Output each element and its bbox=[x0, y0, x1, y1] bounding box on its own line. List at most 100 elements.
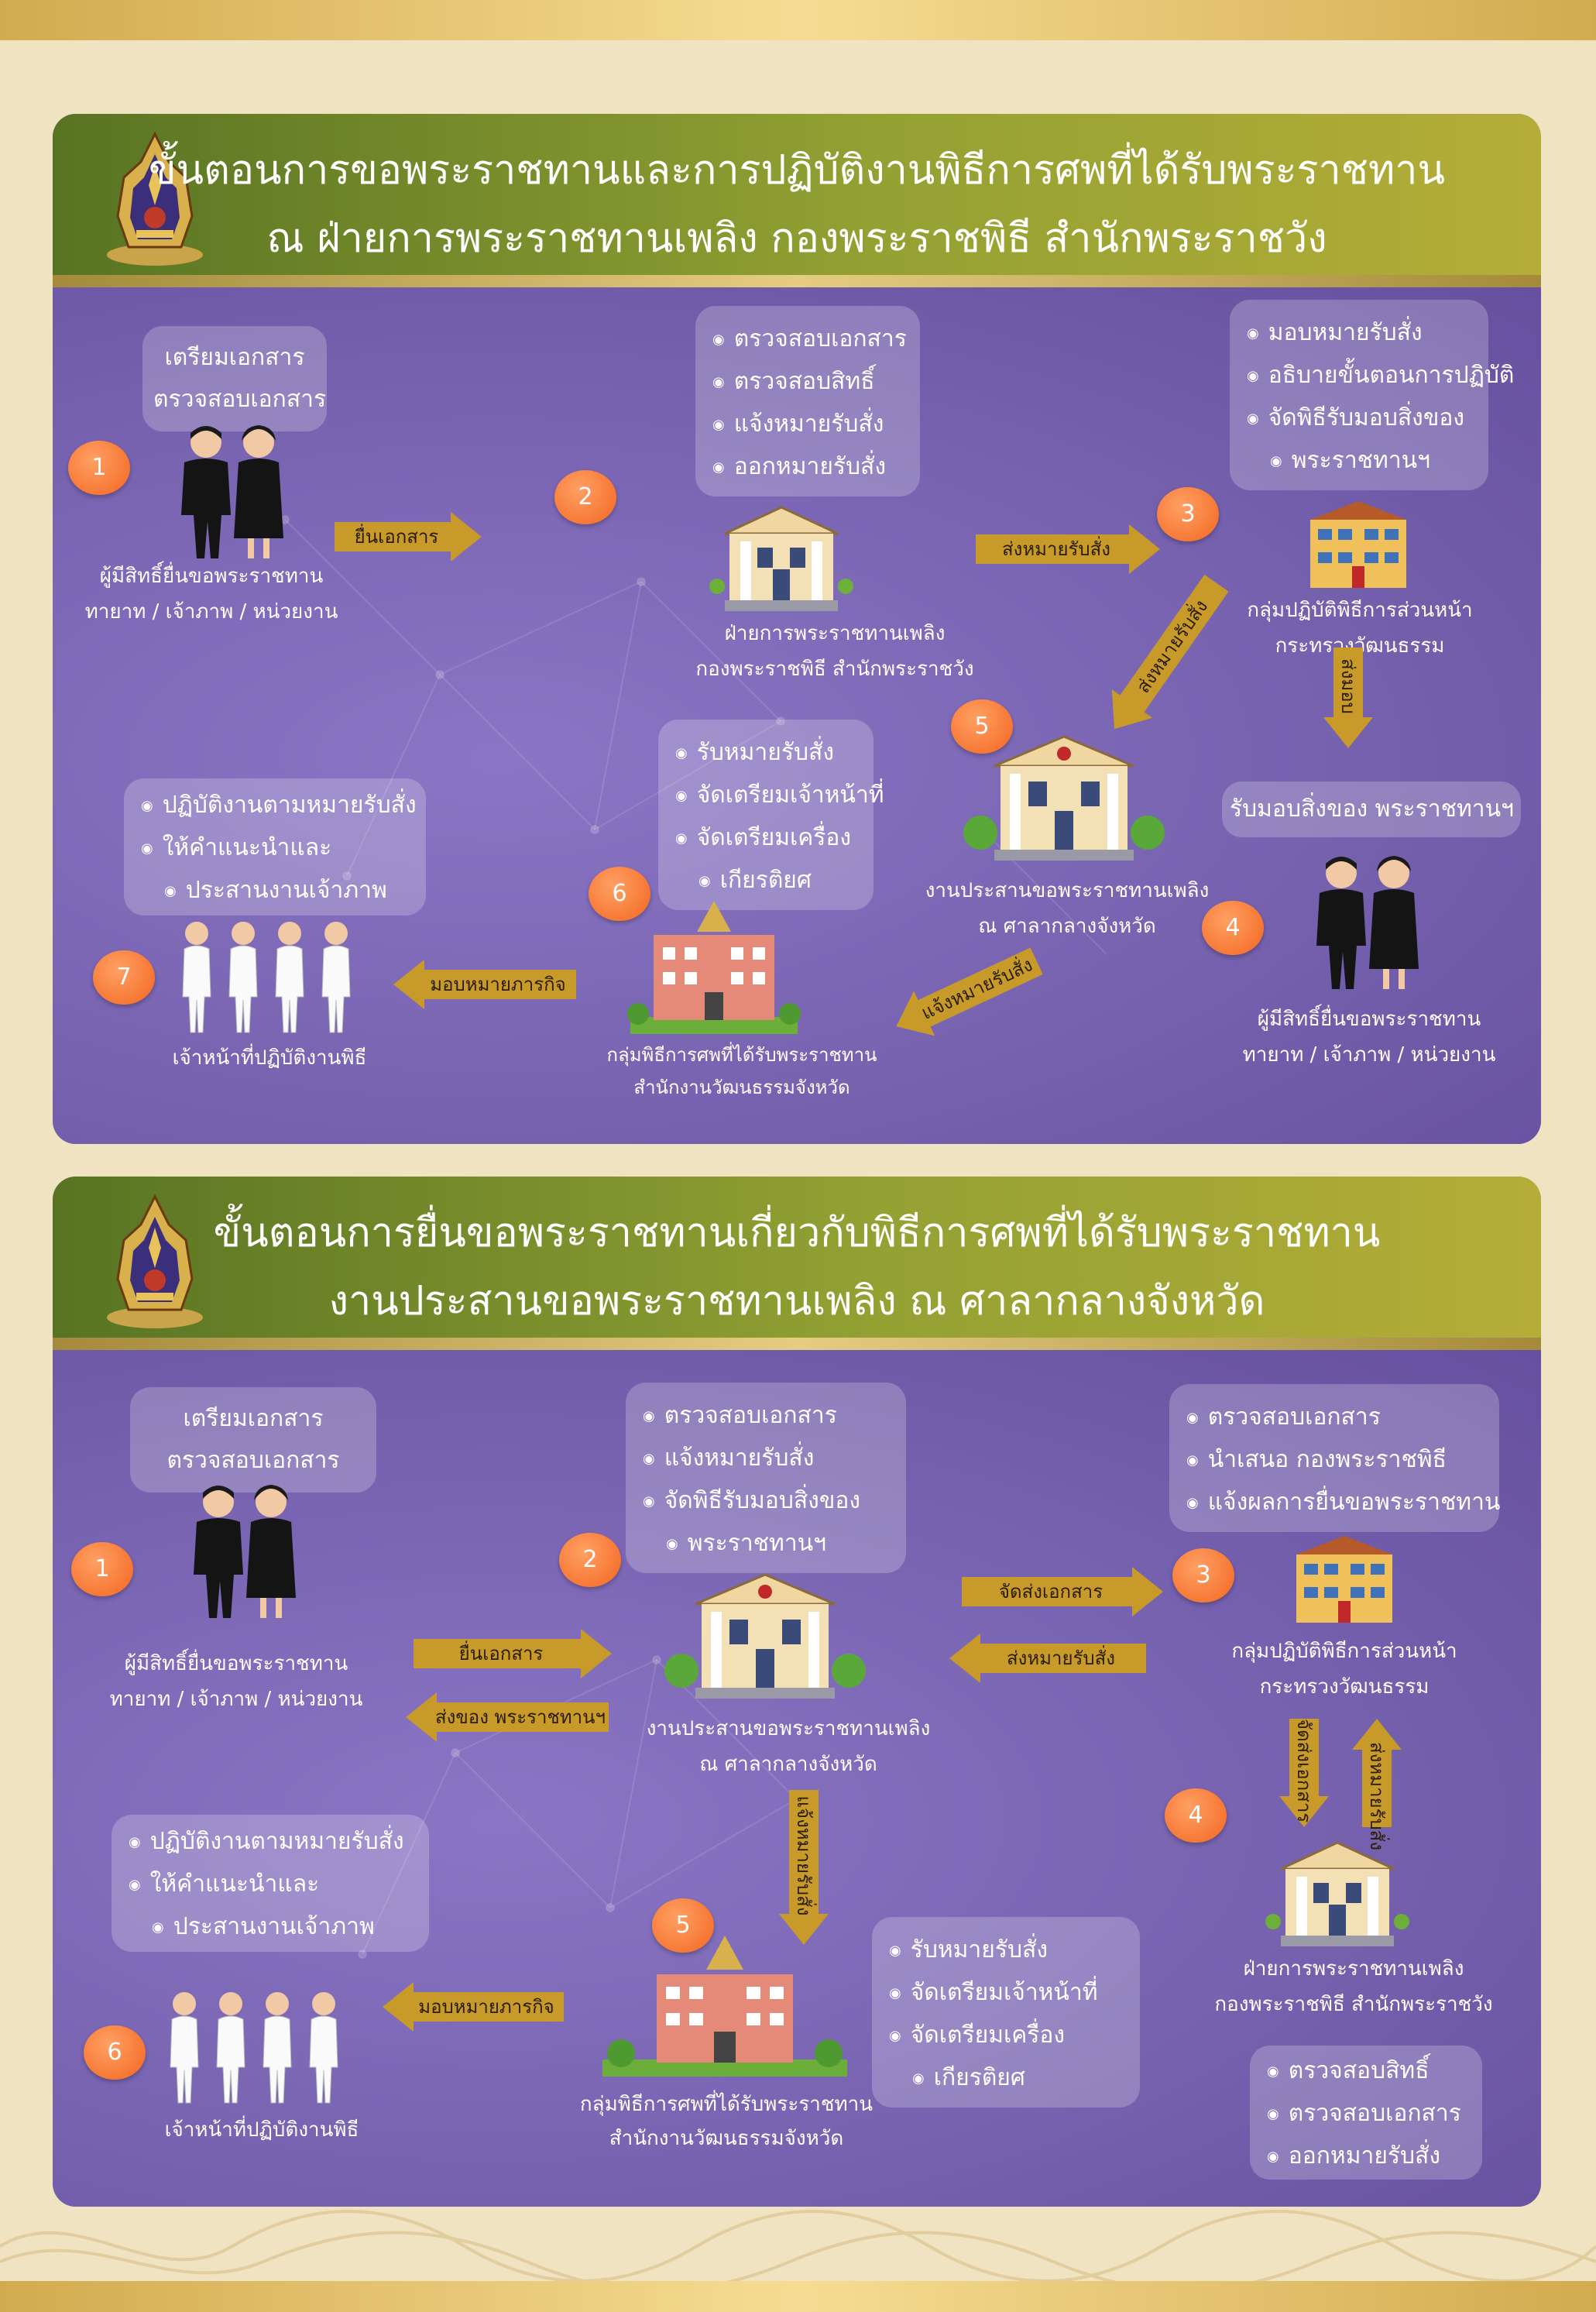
p1-cap2-line1: ฝ่ายการพระราชทานเพลิง bbox=[724, 622, 946, 645]
p1-cap5-line1: งานประสานขอพระราชทานเพลิง bbox=[925, 879, 1210, 902]
p1-box6-item: จัดเตรียมเครื่อง bbox=[675, 817, 863, 860]
p1-box6-item: จัดเตรียมเจ้าหน้าที่ bbox=[675, 775, 884, 817]
panel-province-procedure: ขั้นตอนการยื่นขอพระราชทานเกี่ยวกับพิธีกา… bbox=[53, 1177, 1541, 2207]
p2-box6-item: ให้คำแนะนำและ bbox=[129, 1864, 418, 1906]
p1-cap6-line1: กลุ่มพิธีการศพที่ได้รับพระราชทาน bbox=[606, 1044, 877, 1066]
p1-cap3-line1: กลุ่มปฏิบัติพิธีการส่วนหน้า bbox=[1247, 599, 1473, 622]
p1-step-6-badge: 6 bbox=[589, 867, 650, 921]
p1-cap6-line2: สำนักงานวัฒนธรรมจังหวัด bbox=[633, 1077, 850, 1098]
p1-box2-item: ออกหมายรับสั่ง bbox=[712, 446, 909, 489]
p2-box2-item: แจ้งหมายรับสั่ง bbox=[643, 1438, 895, 1480]
p1-box2-item: แจ้งหมายรับสั่ง bbox=[712, 404, 909, 446]
p2-box5-item: จัดเตรียมเครื่อง bbox=[889, 2015, 1129, 2057]
culture-office-building-icon bbox=[627, 901, 801, 1034]
p1-box7-item: ให้คำแนะนำและ bbox=[141, 827, 415, 870]
p1-step-5-badge: 5 bbox=[951, 699, 1013, 754]
p1-box2-item: ตรวจสอบสิทธิ์ bbox=[712, 361, 909, 404]
ministry-building-icon bbox=[1296, 1536, 1392, 1623]
bottom-gold-band bbox=[0, 2281, 1596, 2312]
floral-ornament-background bbox=[0, 2210, 1596, 2281]
p1-caption-step3: กลุ่มปฏิบัติพิธีการส่วนหน้ากระทรวงวัฒนธร… bbox=[1213, 593, 1507, 664]
p1-cap4-line1: ผู้มีสิทธิ์ยื่นขอพระราชทาน bbox=[1257, 1008, 1481, 1031]
p1-caption-step7: เจ้าหน้าที่ปฏิบัติงานพิธี bbox=[172, 1046, 367, 1070]
p1-step-3-badge: 3 bbox=[1157, 487, 1219, 541]
p1-step-4-badge: 4 bbox=[1202, 901, 1264, 955]
p1-box3-item: จัดพิธีรับมอบสิ่งของ bbox=[1247, 397, 1478, 440]
p1-box-step3: มอบหมายรับสั่ง อธิบายขั้นตอนการปฏิบัติ จ… bbox=[1230, 300, 1514, 490]
panel1-gold-strip bbox=[53, 275, 1541, 287]
ministry-building-icon bbox=[1310, 501, 1406, 588]
panel2-title-line1: ขั้นตอนการยื่นขอพระราชทานเกี่ยวกับพิธีกา… bbox=[213, 1210, 1381, 1256]
p2-box5-item: รับหมายรับสั่ง bbox=[889, 1929, 1129, 1972]
p2-box3-item: ตรวจสอบเอกสาร bbox=[1186, 1396, 1488, 1439]
p2-arrow-a1-label: ยื่นเอกสาร bbox=[458, 1643, 544, 1664]
p2-box-step5: รับหมายรับสั่ง จัดเตรียมเจ้าหน้าที่ จัดเ… bbox=[872, 1917, 1140, 2108]
p1-caption-step4: ผู้มีสิทธิ์ยื่นขอพระราชทานทายาท / เจ้าภา… bbox=[1214, 1001, 1524, 1073]
p2-caption-step5: กลุ่มพิธีการศพที่ได้รับพระราชทานสำนักงาน… bbox=[533, 2087, 920, 2156]
p1-box-step2: ตรวจสอบเอกสาร ตรวจสอบสิทธิ์ แจ้งหมายรับส… bbox=[695, 306, 920, 496]
p2-arrow-send-order-up: ส่งหมายรับสั่ง bbox=[1352, 1719, 1402, 1851]
p2-arrow-notify-order: แจ้งหมายรับสั่ง bbox=[779, 1790, 829, 1945]
p2-caption-step3: กลุ่มปฏิบัติพิธีการส่วนหน้ากระทรวงวัฒนธร… bbox=[1197, 1634, 1491, 1705]
p2-box2-item: ตรวจสอบเอกสาร bbox=[643, 1395, 895, 1438]
p2-box3-item: นำเสนอ กองพระราชพิธี bbox=[1186, 1439, 1488, 1482]
p2-arrow-a7-label: แจ้งหมายรับสั่ง bbox=[793, 1795, 815, 1916]
city-hall-building-icon bbox=[963, 735, 1165, 861]
p2-prepare-line2: ตรวจสอบเอกสาร bbox=[166, 1447, 340, 1474]
p1-box7-item: ประสานงานเจ้าภาพ bbox=[141, 870, 415, 912]
p2-arrow-a2-label: ส่งของ พระราชทานฯ bbox=[435, 1706, 606, 1728]
p2-caption-step4: ฝ่ายการพระราชทานเพลิงกองพระราชพิธี สำนัก… bbox=[1168, 1951, 1539, 2022]
officials-group-icon bbox=[170, 1992, 338, 2104]
p1-step-7-badge: 7 bbox=[93, 950, 155, 1005]
p2-arrow-a3-label: จัดส่งเอกสาร bbox=[998, 1581, 1103, 1603]
people-couple-icon bbox=[194, 1485, 296, 1618]
p2-box5-item: จัดเตรียมเจ้าหน้าที่ bbox=[889, 1972, 1129, 2015]
p2-caption-step2: งานประสานขอพระราชทานเพลิงณ ศาลากลางจังหว… bbox=[595, 1711, 982, 1782]
p2-arrow-a4-label: ส่งหมายรับสั่ง bbox=[1006, 1647, 1116, 1669]
p1-arrow-send-order: ส่งหมายรับสั่ง bbox=[976, 524, 1160, 574]
p2-arrow-a6-label: ส่งหมายรับสั่ง bbox=[1366, 1742, 1388, 1851]
panel1-title-line2: ณ ฝ่ายการพระราชทานเพลิง กองพระราชพิธี สำ… bbox=[266, 215, 1327, 262]
p1-box2-item: ตรวจสอบเอกสาร bbox=[712, 318, 909, 361]
p1-cap2-line2: กองพระราชพิธี สำนักพระราชวัง bbox=[695, 658, 974, 681]
p1-arrow-submit-docs: ยื่นเอกสาร bbox=[335, 512, 482, 562]
p1-cap1-line1: ผู้มีสิทธิ์ยื่นขอพระราชทาน bbox=[99, 565, 324, 588]
p2-cap2-line2: ณ ศาลากลางจังหวัด bbox=[699, 1753, 877, 1776]
p1-step-1-badge: 1 bbox=[68, 441, 130, 495]
panel2-header: ขั้นตอนการยื่นขอพระราชทานเกี่ยวกับพิธีกา… bbox=[53, 1177, 1541, 1341]
p1-prepare-line2: ตรวจสอบเอกสาร bbox=[153, 386, 327, 413]
p2-cap4-line1: ฝ่ายการพระราชทานเพลิง bbox=[1243, 1957, 1464, 1980]
p2-cap2-line1: งานประสานขอพระราชทานเพลิง bbox=[646, 1717, 931, 1740]
palace-building-icon bbox=[709, 506, 853, 611]
p1-arrow-deliver-down: ส่งมอบ bbox=[1323, 648, 1373, 748]
people-couple-icon bbox=[181, 425, 283, 558]
p2-arrow-send-royal-items: ส่งของ พระราชทานฯ bbox=[406, 1692, 609, 1742]
p1-step-2-badge: 2 bbox=[554, 470, 616, 524]
panel2-title-line2: งานประสานขอพระราชทานเพลิง ณ ศาลากลางจังห… bbox=[328, 1278, 1265, 1324]
p2-step-4-badge: 4 bbox=[1165, 1788, 1227, 1843]
p1-box6-item: รับหมายรับสั่ง bbox=[675, 732, 863, 775]
p1-box-step6: รับหมายรับสั่ง จัดเตรียมเจ้าหน้าที่ จัดเ… bbox=[658, 720, 884, 910]
p2-arrow-send-docs: จัดส่งเอกสาร bbox=[962, 1567, 1163, 1616]
p1-caption-step6: กลุ่มพิธีการศพที่ได้รับพระราชทานสำนักงาน… bbox=[548, 1039, 935, 1104]
p2-box6-item: ปฏิบัติงานตามหมายรับสั่ง bbox=[129, 1821, 418, 1864]
p2-box3-item: แจ้งผลการยื่นขอพระราชทาน bbox=[1186, 1482, 1501, 1524]
p2-cap1-line2: ทายาท / เจ้าภาพ / หน่วยงาน bbox=[109, 1688, 363, 1711]
p2-cap4-line2: กองพระราชพิธี สำนักพระราชวัง bbox=[1214, 1993, 1493, 2016]
p2-step-3-badge: 3 bbox=[1172, 1548, 1234, 1603]
p1-box7-item: ปฏิบัติงานตามหมายรับสั่ง bbox=[141, 785, 417, 827]
royal-crest-icon bbox=[107, 1194, 203, 1328]
p2-box4-item: ออกหมายรับสั่ง bbox=[1267, 2135, 1471, 2178]
p1-arrow-assign-mission: มอบหมายภารกิจ bbox=[393, 960, 576, 1009]
p2-caption-step6: เจ้าหน้าที่ปฏิบัติงานพิธี bbox=[164, 2118, 359, 2142]
p1-prepare-line1: เตรียมเอกสาร bbox=[164, 344, 305, 371]
p1-caption-step5: งานประสานขอพระราชทานเพลิงณ ศาลากลางจังหว… bbox=[874, 873, 1261, 944]
p1-arrow-a2-label: ส่งหมายรับสั่ง bbox=[1001, 538, 1111, 560]
p2-arrow-send-docs-down: จัดส่งเอกสาร bbox=[1279, 1719, 1329, 1827]
p2-arrow-send-order: ส่งหมายรับสั่ง bbox=[949, 1634, 1146, 1683]
p2-box2-item: จัดพิธีรับมอบสิ่งของ bbox=[643, 1480, 895, 1523]
p1-box4-text: รับมอบสิ่งของ พระราชทานฯ bbox=[1230, 795, 1514, 823]
culture-office-building-icon bbox=[602, 1936, 847, 2077]
p2-box4-item: ตรวจสอบเอกสาร bbox=[1267, 2093, 1471, 2135]
p1-box-step4: รับมอบสิ่งของ พระราชทานฯ bbox=[1222, 782, 1521, 837]
